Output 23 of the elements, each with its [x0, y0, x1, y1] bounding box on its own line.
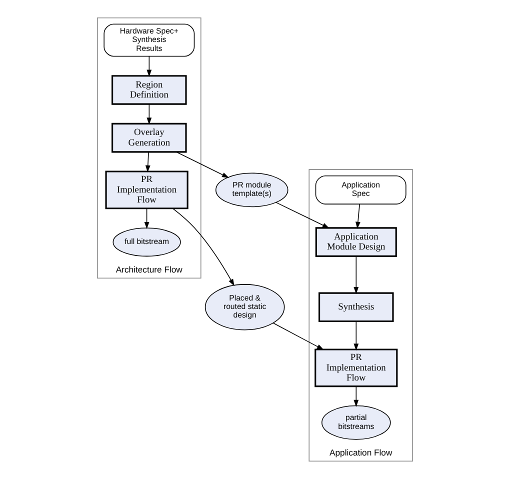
node-ellipse: Placed & routed static design	[204, 284, 285, 330]
node-ellipse: partial bitstreams	[322, 405, 391, 440]
arrow	[354, 320, 359, 351]
arrow	[176, 152, 230, 178]
arrow	[145, 152, 150, 172]
arrow	[144, 208, 150, 230]
arrow	[354, 256, 359, 294]
node-box: PR Implementation Flow	[105, 170, 188, 210]
arrow	[146, 104, 152, 125]
arrow	[172, 208, 234, 286]
node-box: Region Definition	[112, 75, 187, 105]
node-box: Synthesis	[318, 292, 394, 322]
arrow	[355, 204, 360, 229]
arrow	[354, 386, 359, 407]
node-box: Overlay Generation	[112, 122, 187, 153]
node-box: Application Spec	[315, 175, 406, 204]
node-box: PR Implementation Flow	[314, 348, 398, 388]
node-box: Hardware Spec+ Synthesis Results	[104, 24, 195, 57]
arrow	[276, 202, 330, 228]
arrow	[272, 322, 324, 350]
node-ellipse: full bitstream	[112, 228, 181, 257]
arrow	[146, 56, 152, 77]
node-box: Application Module Design	[315, 227, 397, 257]
